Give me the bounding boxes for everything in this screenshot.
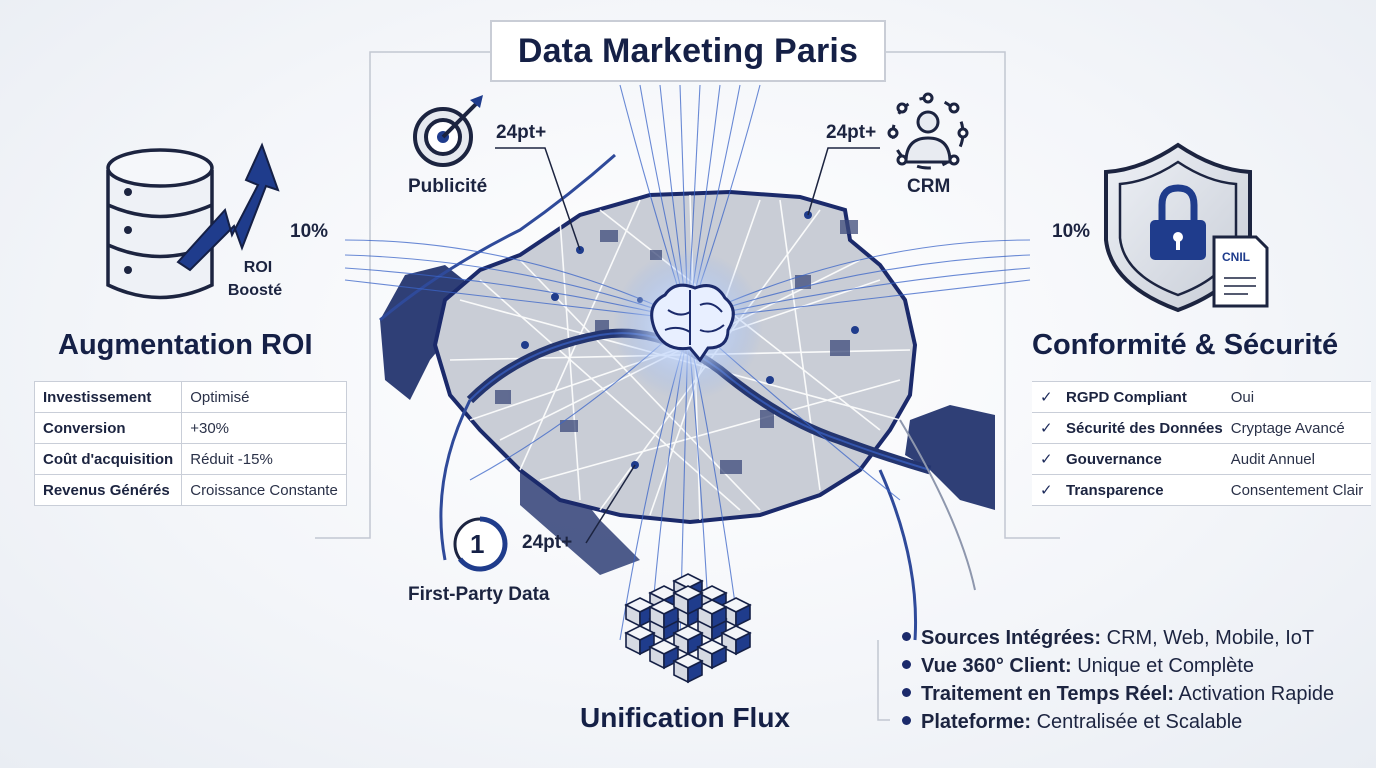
row-value: Oui: [1230, 381, 1372, 413]
list-item: Plateforme: Centralisée et Scalable: [902, 708, 1334, 736]
table-row: Conversion+30%: [33, 412, 347, 444]
bullet-dot-icon: [902, 632, 911, 642]
checkmark-icon: ✓: [1032, 443, 1062, 475]
left-percent: 10%: [290, 221, 329, 242]
left-heading: Augmentation ROI: [58, 329, 313, 361]
database-icon: [106, 148, 214, 300]
row-key: Sécurité des Données: [1062, 412, 1231, 444]
list-item: Traitement en Temps Réel: Activation Rap…: [902, 680, 1334, 708]
bullet-value: Activation Rapide: [1174, 683, 1335, 705]
publicite-label: Publicité: [408, 176, 488, 197]
bullet-dot-icon: [902, 716, 911, 726]
bullet-key: Vue 360° Client:: [921, 655, 1072, 677]
cube: [672, 585, 704, 616]
row-value: +30%: [181, 412, 347, 444]
list-item: Vue 360° Client: Unique et Complète: [902, 652, 1334, 680]
right-percent: 10%: [1052, 221, 1091, 242]
network-user-icon: [887, 92, 969, 170]
checkmark-icon: ✓: [1032, 412, 1062, 444]
bullet-key: Sources Intégrées:: [921, 627, 1102, 649]
bullet-value: Unique et Complète: [1071, 655, 1254, 677]
first-party-size: 24pt+: [522, 532, 573, 553]
row-key: Conversion: [33, 412, 183, 444]
checkmark-icon: ✓: [1032, 381, 1062, 413]
title-box: Data Marketing Paris: [490, 20, 886, 82]
row-key: Transparence: [1062, 474, 1231, 506]
bullet-key: Plateforme:: [921, 711, 1032, 733]
bullet-dot-icon: [902, 660, 911, 670]
bottom-heading: Unification Flux: [580, 702, 790, 733]
row-value: Optimisé: [181, 381, 347, 413]
unification-bullets: Sources Intégrées: CRM, Web, Mobile, IoT…: [902, 624, 1334, 736]
cube: [648, 599, 680, 630]
cube: [624, 625, 656, 656]
crm-size: 24pt+: [826, 122, 877, 143]
first-party-badge-number: 1: [470, 529, 485, 559]
growth-arrow-icon: [176, 142, 280, 272]
roi-label-line1: ROI: [243, 259, 273, 276]
bullet-dot-icon: [902, 688, 911, 698]
bullet-value: CRM, Web, Mobile, IoT: [1101, 627, 1315, 649]
first-party-label: First-Party Data: [408, 584, 550, 605]
first-party-badge: [453, 516, 508, 572]
row-value: Croissance Constante: [181, 474, 347, 506]
crm-label: CRM: [907, 176, 951, 197]
row-key: Gouvernance: [1062, 443, 1231, 475]
callout-leaders: [495, 147, 880, 544]
cube: [720, 625, 752, 656]
page-title: Data Marketing Paris: [517, 31, 859, 70]
row-key: RGPD Compliant: [1062, 381, 1231, 413]
publicite-size: 24pt+: [496, 122, 547, 143]
cube: [648, 639, 680, 670]
row-value: Cryptage Avancé: [1230, 412, 1372, 444]
row-value: Audit Annuel: [1230, 443, 1372, 475]
frame-lines: [315, 51, 1060, 721]
map-nodes: [521, 211, 859, 469]
list-item: Sources Intégrées: CRM, Web, Mobile, IoT: [902, 624, 1334, 652]
row-key: Revenus Générés: [33, 474, 183, 506]
target-icon: [413, 95, 483, 167]
cubes-icon: [624, 573, 752, 684]
bullet-value: Centralisée et Scalable: [1031, 711, 1243, 733]
cube: [672, 653, 704, 684]
row-key: Coût d'acquisition: [33, 443, 183, 475]
checkmark-icon: ✓: [1032, 474, 1062, 506]
brain-icon: [613, 250, 763, 400]
bullet-key: Traitement en Temps Réel:: [921, 683, 1175, 705]
row-key: Investissement: [33, 381, 183, 413]
row-value: Consentement Clair: [1230, 474, 1372, 506]
document-icon: [1212, 235, 1269, 308]
right-heading: Conformité & Sécurité: [1032, 329, 1339, 361]
cnil-badge: CNIL: [1222, 250, 1250, 264]
roi-label-line2: Boosté: [227, 282, 283, 299]
row-value: Réduit -15%: [181, 443, 347, 475]
